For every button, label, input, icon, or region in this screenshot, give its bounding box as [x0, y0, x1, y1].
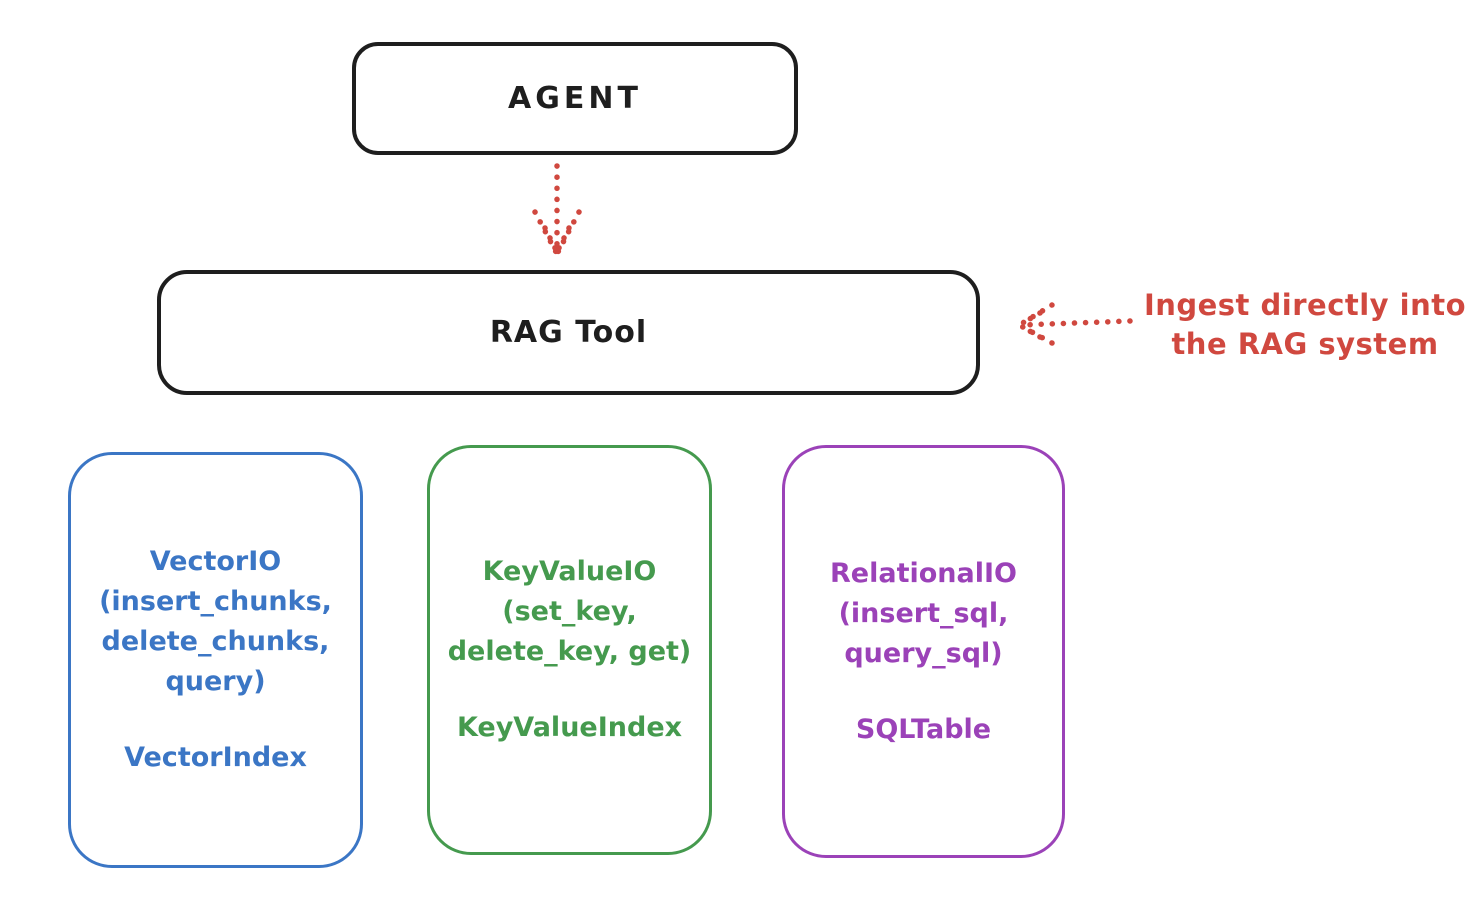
- rag-tool-node-label: RAG Tool: [489, 315, 648, 350]
- keyvalue-io-box: KeyValueIO (set_key, delete_key, get) Ke…: [427, 445, 712, 855]
- relational-io-box: RelationalIO (insert_sql, query_sql) SQL…: [782, 445, 1065, 858]
- vector-io-label: VectorIO (insert_chunks, delete_chunks, …: [99, 546, 332, 697]
- keyvalue-io-label: KeyValueIO (set_key, delete_key, get): [447, 556, 692, 667]
- sql-table-label: SQLTable: [855, 713, 992, 745]
- relational-io-label: RelationalIO (insert_sql, query_sql): [830, 557, 1017, 669]
- vector-io-box: VectorIO (insert_chunks, delete_chunks, …: [68, 452, 363, 868]
- rag-tool-node: RAG Tool: [157, 270, 980, 395]
- annotation-line-1: Ingest directly into: [1143, 288, 1467, 322]
- vector-index-label: VectorIndex: [124, 742, 307, 773]
- annotation-line-2: the RAG system: [1171, 327, 1439, 361]
- dotted-arrow-down-icon: [532, 163, 582, 255]
- keyvalue-index-label: KeyValueIndex: [456, 712, 683, 743]
- agent-node-label: AGENT: [508, 81, 642, 116]
- dotted-arrow-left-icon: [1018, 302, 1133, 346]
- agent-node: AGENT: [352, 42, 798, 155]
- annotation-ingest: Ingest directly into the RAG system: [1135, 286, 1475, 364]
